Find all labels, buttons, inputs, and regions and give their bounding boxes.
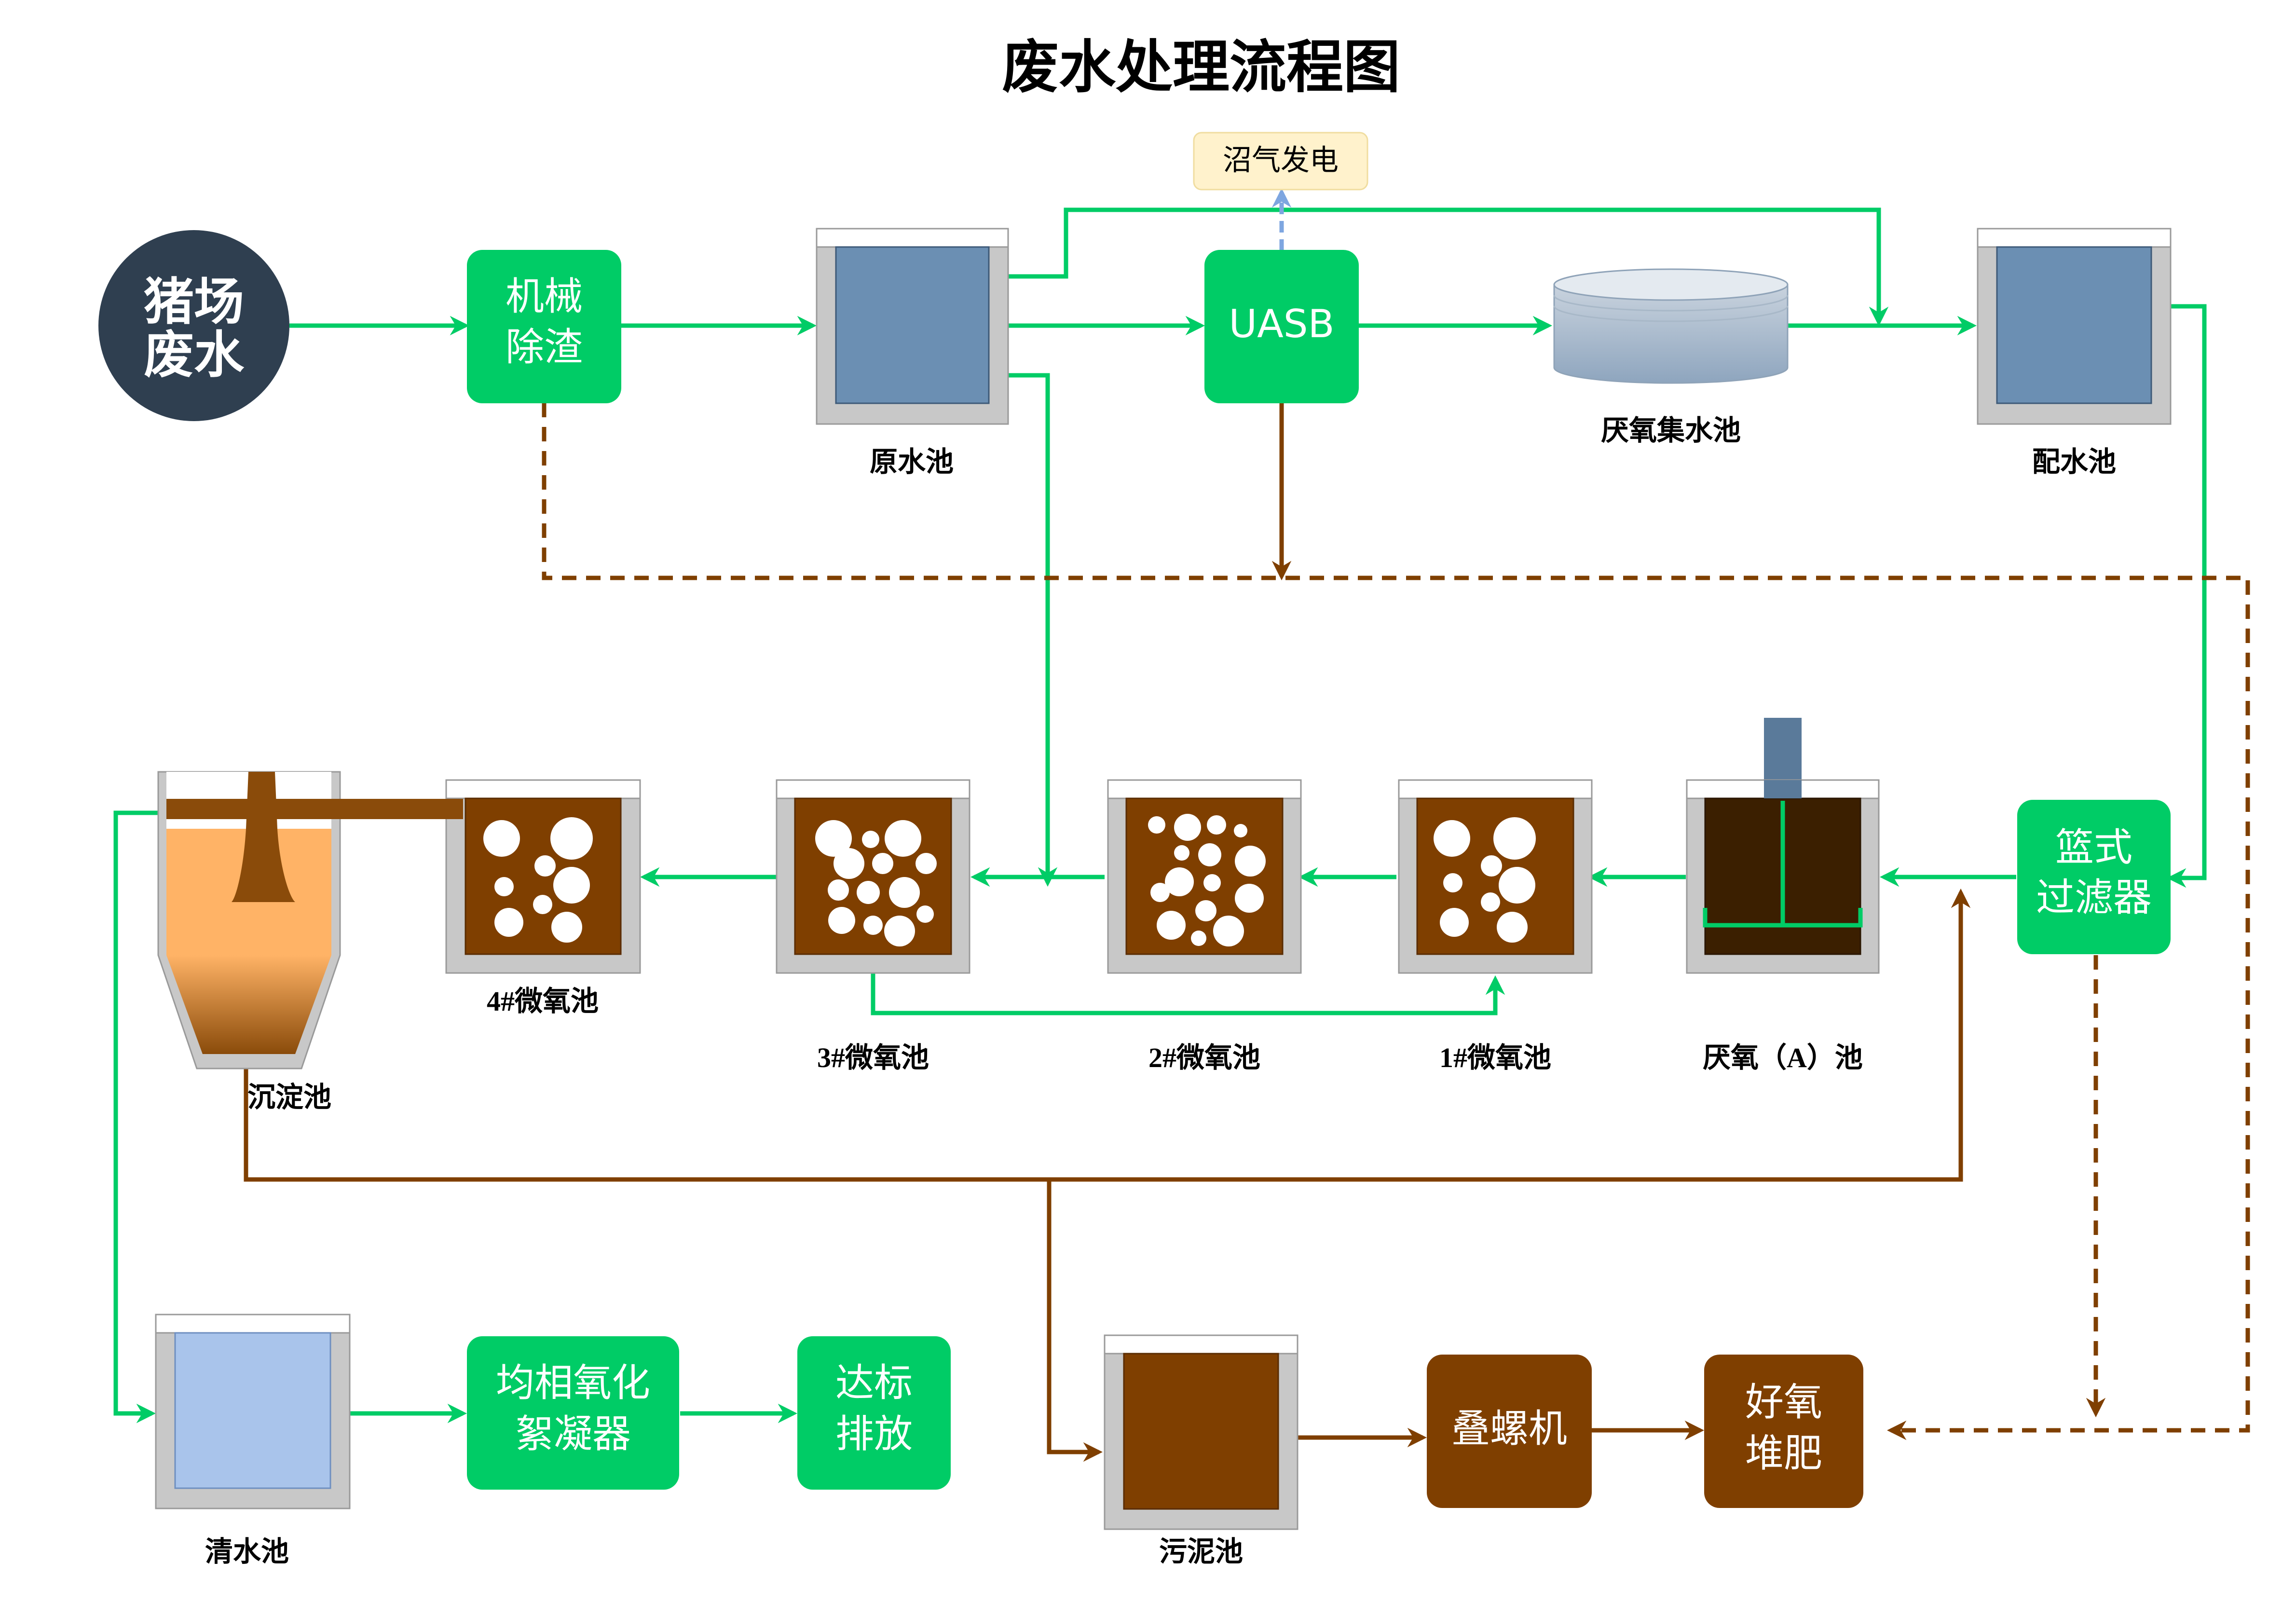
micro2-label: 2#微氧池 [1148,1042,1260,1073]
mix-water-tank [1977,228,2172,425]
raw-water-tank [816,228,1009,425]
screw-press-node: 叠螺机 [1427,1355,1592,1508]
biogas-label: 沼气发电 [1223,144,1339,178]
brown-dashed-lines [542,403,2250,1440]
anoxic-label: 厌氧（A）池 [1703,1042,1863,1073]
basket-filter-label-line2: 过滤器 [2036,875,2152,920]
screen-label-line1: 机械 [506,274,583,319]
green-flow-lines [113,207,2207,1424]
compost-label-line2: 堆肥 [1745,1431,1822,1476]
micro3-label: 3#微氧池 [817,1042,929,1073]
coagulator-label-line2: 絮凝器 [515,1411,631,1456]
raw-tank-label: 原水池 [870,446,954,478]
micro-aerobic-tank-4 [445,779,641,974]
screw-press-label: 叠螺机 [1451,1406,1567,1451]
biogas-power-node: 沼气发电 [1193,132,1368,191]
anoxic-a-tank [1686,718,1880,974]
source-label-line1: 猪场 [144,272,244,331]
micro1-label: 1#微氧池 [1439,1042,1551,1073]
basket-filter-node: 篮式 过滤器 [2017,800,2171,954]
screen-label-line2: 除渣 [506,325,583,370]
anaerobic-collection-tank [1553,268,1789,384]
discharge-label-line1: 达标 [835,1360,913,1405]
compost-label-line1: 好氧 [1745,1380,1822,1425]
discharge-node: 达标 排放 [797,1336,951,1490]
anaerobic-collect-label: 厌氧集水池 [1601,415,1741,446]
micro-aerobic-tank-1 [1398,779,1593,974]
clear-water-tank [155,1314,351,1509]
uasb-reactor-node: UASB [1204,250,1359,403]
coagulator-node: 均相氧化 絮凝器 [467,1336,679,1490]
coagulator-label-line1: 均相氧化 [496,1360,650,1405]
micro-aerobic-tank-2 [1107,779,1302,974]
basket-filter-label-line1: 篮式 [2055,825,2132,870]
mechanical-screen-node: 机械 除渣 [467,250,621,403]
mix-tank-label: 配水池 [2032,446,2116,478]
diagram-title: 废水处理流程图 [1002,34,1400,100]
clear-tank-label: 清水池 [205,1536,289,1567]
brown-sludge-lines [244,403,1971,1462]
pig-farm-wastewater-node: 猪场 废水 [98,230,289,421]
uasb-label: UASB [1229,301,1335,346]
sludge-tank-label: 污泥池 [1159,1536,1243,1567]
aerobic-compost-node: 好氧 堆肥 [1704,1355,1863,1508]
source-label-line2: 废水 [144,325,245,384]
micro-aerobic-tank-3 [776,779,970,974]
settling-tank [157,771,463,1069]
micro4-label: 4#微氧池 [487,986,599,1017]
settling-label: 沉淀池 [247,1082,331,1113]
discharge-label-line2: 排放 [835,1411,913,1456]
sludge-tank [1104,1334,1298,1530]
